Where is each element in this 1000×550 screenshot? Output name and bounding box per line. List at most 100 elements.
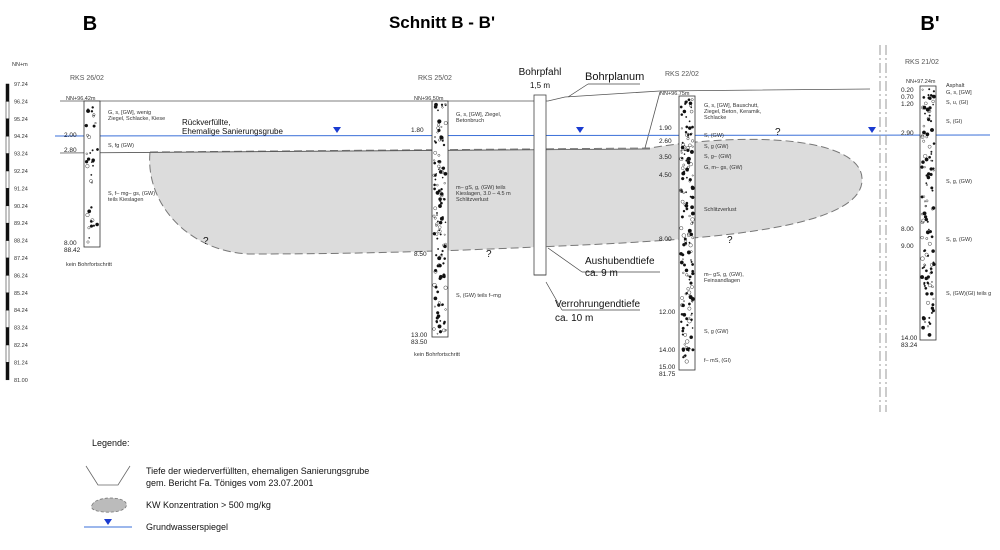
borehole-rks-25-02: RKS 25/02 NN+96.50m 1.80 8.50 13.00 83.5… (411, 75, 511, 358)
legend: Legende: Tiefe der wiederverfüllten, ehe… (84, 438, 369, 532)
soil-grain (690, 186, 695, 191)
depth-label: 4.50 (659, 172, 672, 179)
soil-grain (691, 174, 694, 177)
soil-grain (920, 134, 924, 138)
soil-grain (928, 316, 931, 319)
soil-grain (689, 132, 693, 136)
soil-grain (688, 243, 693, 248)
soil-grain (932, 262, 936, 267)
soil-grain (927, 144, 932, 149)
scale-segment (5, 327, 10, 346)
soil-grain (436, 332, 439, 335)
soil-grain (931, 303, 935, 307)
scale-tick-label: 81.24 (14, 360, 28, 366)
depth-label: 2.80 (64, 147, 77, 154)
soil-grain (436, 212, 438, 214)
soil-grain (689, 149, 694, 154)
soil-grain (928, 114, 931, 117)
soil-grain (436, 131, 439, 134)
borehole-id: RKS 26/02 (70, 75, 104, 82)
soil-grain (686, 137, 690, 141)
soil-grain (435, 254, 438, 257)
soil-grain (94, 122, 97, 125)
depth-label: 81.75 (659, 371, 676, 378)
soil-grain (91, 158, 95, 162)
soil-grain (925, 199, 929, 203)
soil-grain (439, 233, 442, 236)
soil-grain (441, 166, 446, 170)
soil-grain (89, 224, 94, 228)
soil-grain (436, 311, 440, 315)
soil-grain (433, 187, 436, 191)
depth-label: 2.90 (901, 130, 914, 137)
soil-grain (433, 173, 437, 177)
soil-grain (90, 110, 94, 113)
layer-description: S, fg (GW) (108, 143, 134, 149)
soil-grain (439, 166, 442, 170)
verrohrung-title: Verrohrungendtiefe (555, 299, 641, 310)
scale-segment (5, 292, 10, 311)
elevation-scale: 97.2496.2495.2494.2493.2492.2491.2490.24… (5, 82, 28, 384)
borehole-id: RKS 21/02 (905, 59, 939, 66)
soil-grain (437, 248, 439, 250)
layer-description: G, m– gs, (GW) (704, 165, 743, 171)
soil-grain (433, 183, 436, 187)
scale-segment (5, 257, 10, 276)
soil-grain (683, 343, 686, 346)
scale-segment (5, 222, 10, 241)
soil-grain (688, 278, 691, 281)
soil-grain (436, 183, 439, 187)
groundwater-line (54, 134, 991, 137)
legend-heading: Legende: (92, 438, 130, 448)
soil-grain (926, 220, 929, 223)
depth-label: 15.00 (659, 364, 676, 371)
soil-grain (437, 119, 442, 124)
depth-label: 8.00 (659, 236, 672, 243)
soil-grain (437, 303, 441, 307)
soil-grain (443, 197, 446, 201)
soil-grain (443, 285, 448, 290)
scale-tick-label: 96.24 (14, 99, 28, 105)
soil-grain (928, 155, 931, 159)
groundwater-marker-1 (333, 127, 341, 133)
soil-grain (923, 281, 926, 285)
layer-description: Ziegel, Beton, Keramik, (704, 109, 762, 115)
layer-description: S, (GW) (704, 133, 724, 139)
soil-grain (686, 176, 688, 179)
soil-grain (681, 303, 685, 308)
soil-grain (437, 153, 441, 157)
soil-grain (688, 275, 692, 279)
soil-grain (438, 229, 441, 232)
soil-grain (691, 145, 694, 148)
soil-grain (438, 274, 443, 279)
soil-grain (432, 214, 436, 218)
soil-grain (87, 209, 92, 214)
soil-grain (931, 280, 933, 283)
scale-segment (5, 153, 10, 172)
soil-grain (931, 249, 935, 253)
depth-label: 12.00 (659, 309, 676, 316)
soil-grain (923, 215, 928, 219)
soil-grain (438, 204, 441, 207)
soil-grain (690, 259, 692, 261)
soil-grain (925, 174, 928, 177)
soil-grain (932, 90, 935, 93)
soil-grain (683, 153, 686, 155)
depth-label: 1.80 (411, 127, 424, 134)
legend-contamination-label: KW Konzentration > 500 mg/kg (146, 500, 271, 510)
soil-grain (92, 124, 96, 128)
soil-grain (926, 277, 930, 280)
soil-grain (690, 297, 695, 302)
layer-description: Schlitzverlust (704, 207, 737, 213)
soil-grain (930, 150, 933, 153)
backfill-label-line1: Rückverfüllte, (182, 118, 230, 127)
soil-grain (923, 249, 926, 253)
borehole-top-level: NN+96.42m (66, 96, 96, 102)
backfill-pit-lines (59, 88, 871, 154)
soil-grain (95, 222, 99, 227)
soil-grain (88, 237, 90, 239)
scale-segment (5, 135, 10, 154)
soil-grain (442, 328, 446, 333)
soil-grain (684, 268, 689, 273)
